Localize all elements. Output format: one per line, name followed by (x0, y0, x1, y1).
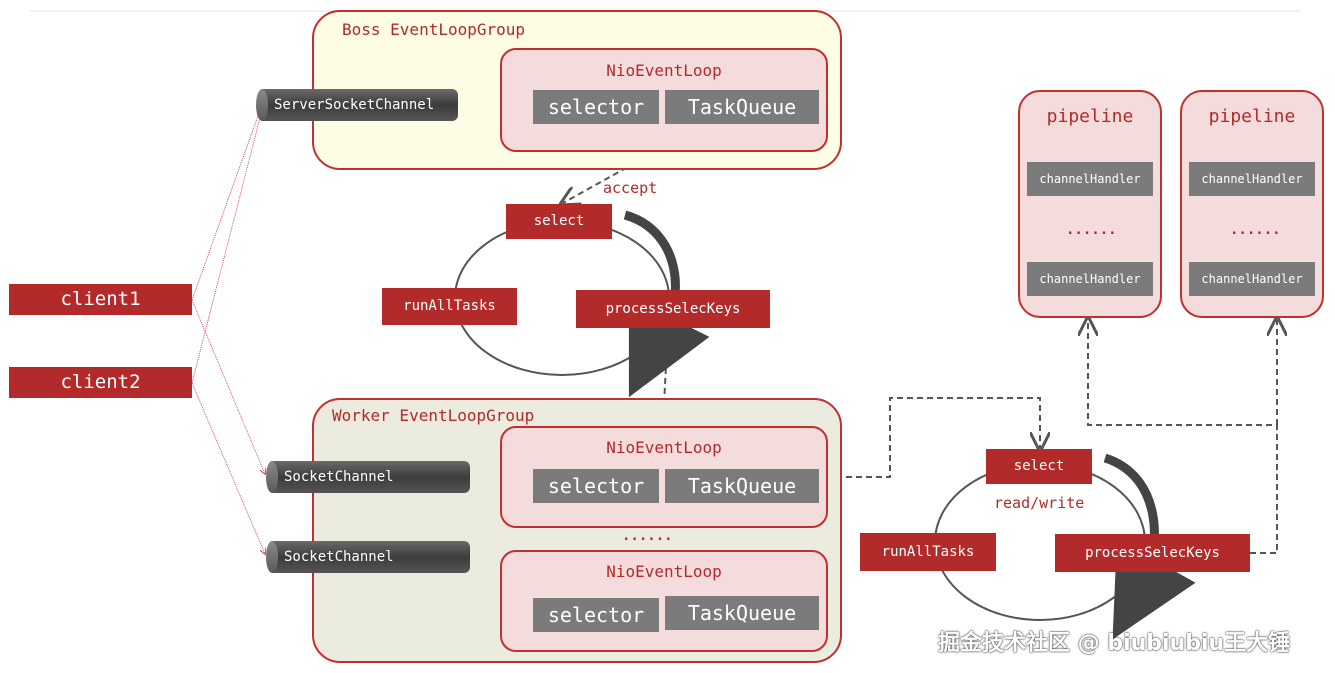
task-queue-box: TaskQueue (665, 596, 819, 630)
watermark-text: 掘金技术社区 @ biubiubiu王大锤 (938, 631, 1291, 656)
worker-event-loop-group: Worker EventLoopGroup NioEventLoop selec… (312, 398, 842, 663)
selector-box: selector (533, 90, 659, 124)
nio-event-loop-title: NioEventLoop (606, 61, 722, 80)
server-socket-channel: ServerSocketChannel (256, 89, 458, 121)
channel-handler-box: channelHandler (1027, 162, 1153, 196)
client-connection-lines (191, 102, 265, 554)
pipeline-ellipsis: ...... (1230, 222, 1281, 238)
pipeline-2: pipeline channelHandler ...... channelHa… (1180, 90, 1324, 318)
boss-run-all-tasks-box: runAllTasks (382, 288, 517, 325)
boss-process-keys-box: processSelecKeys (576, 290, 770, 328)
worker-nio-event-loop-1: NioEventLoop selector TaskQueue (500, 426, 828, 528)
accept-label: accept (603, 179, 658, 197)
boss-select-box: select (506, 204, 612, 239)
nio-event-loop-title: NioEventLoop (606, 438, 722, 457)
selector-box: selector (533, 469, 659, 503)
boss-event-loop-group: Boss EventLoopGroup NioEventLoop selecto… (312, 10, 842, 170)
boss-loop-arrow (623, 210, 710, 398)
pipeline-title: pipeline (1046, 106, 1134, 127)
worker-loop-arrow (1103, 453, 1196, 640)
task-queue-box: TaskQueue (665, 469, 819, 503)
worker-group-title: Worker EventLoopGroup (332, 406, 535, 425)
worker-run-all-tasks-box: runAllTasks (860, 533, 996, 571)
worker-select-box: select (986, 449, 1092, 484)
channel-handler-box: channelHandler (1189, 162, 1315, 196)
socket-channel-2: SocketChannel (266, 541, 470, 573)
worker-ellipsis: ...... (622, 528, 673, 544)
pipeline-title: pipeline (1208, 106, 1296, 127)
selector-box: selector (533, 598, 659, 632)
read-write-label: read/write (994, 494, 1085, 512)
pipeline-1: pipeline channelHandler ...... channelHa… (1018, 90, 1162, 318)
task-queue-box: TaskQueue (665, 90, 819, 124)
client2-box: client2 (9, 367, 192, 398)
pipeline-ellipsis: ...... (1066, 222, 1117, 238)
worker-process-keys-box: processSelecKeys (1055, 534, 1250, 572)
channel-handler-box: channelHandler (1027, 262, 1153, 296)
channel-handler-box: channelHandler (1189, 262, 1315, 296)
client1-box: client1 (9, 284, 192, 315)
nio-event-loop-title: NioEventLoop (606, 562, 722, 581)
boss-nio-event-loop: NioEventLoop selector TaskQueue (500, 48, 828, 152)
boss-group-title: Boss EventLoopGroup (342, 20, 526, 39)
socket-channel-1: SocketChannel (266, 461, 470, 493)
worker-nio-event-loop-2: NioEventLoop selector TaskQueue (500, 550, 828, 652)
